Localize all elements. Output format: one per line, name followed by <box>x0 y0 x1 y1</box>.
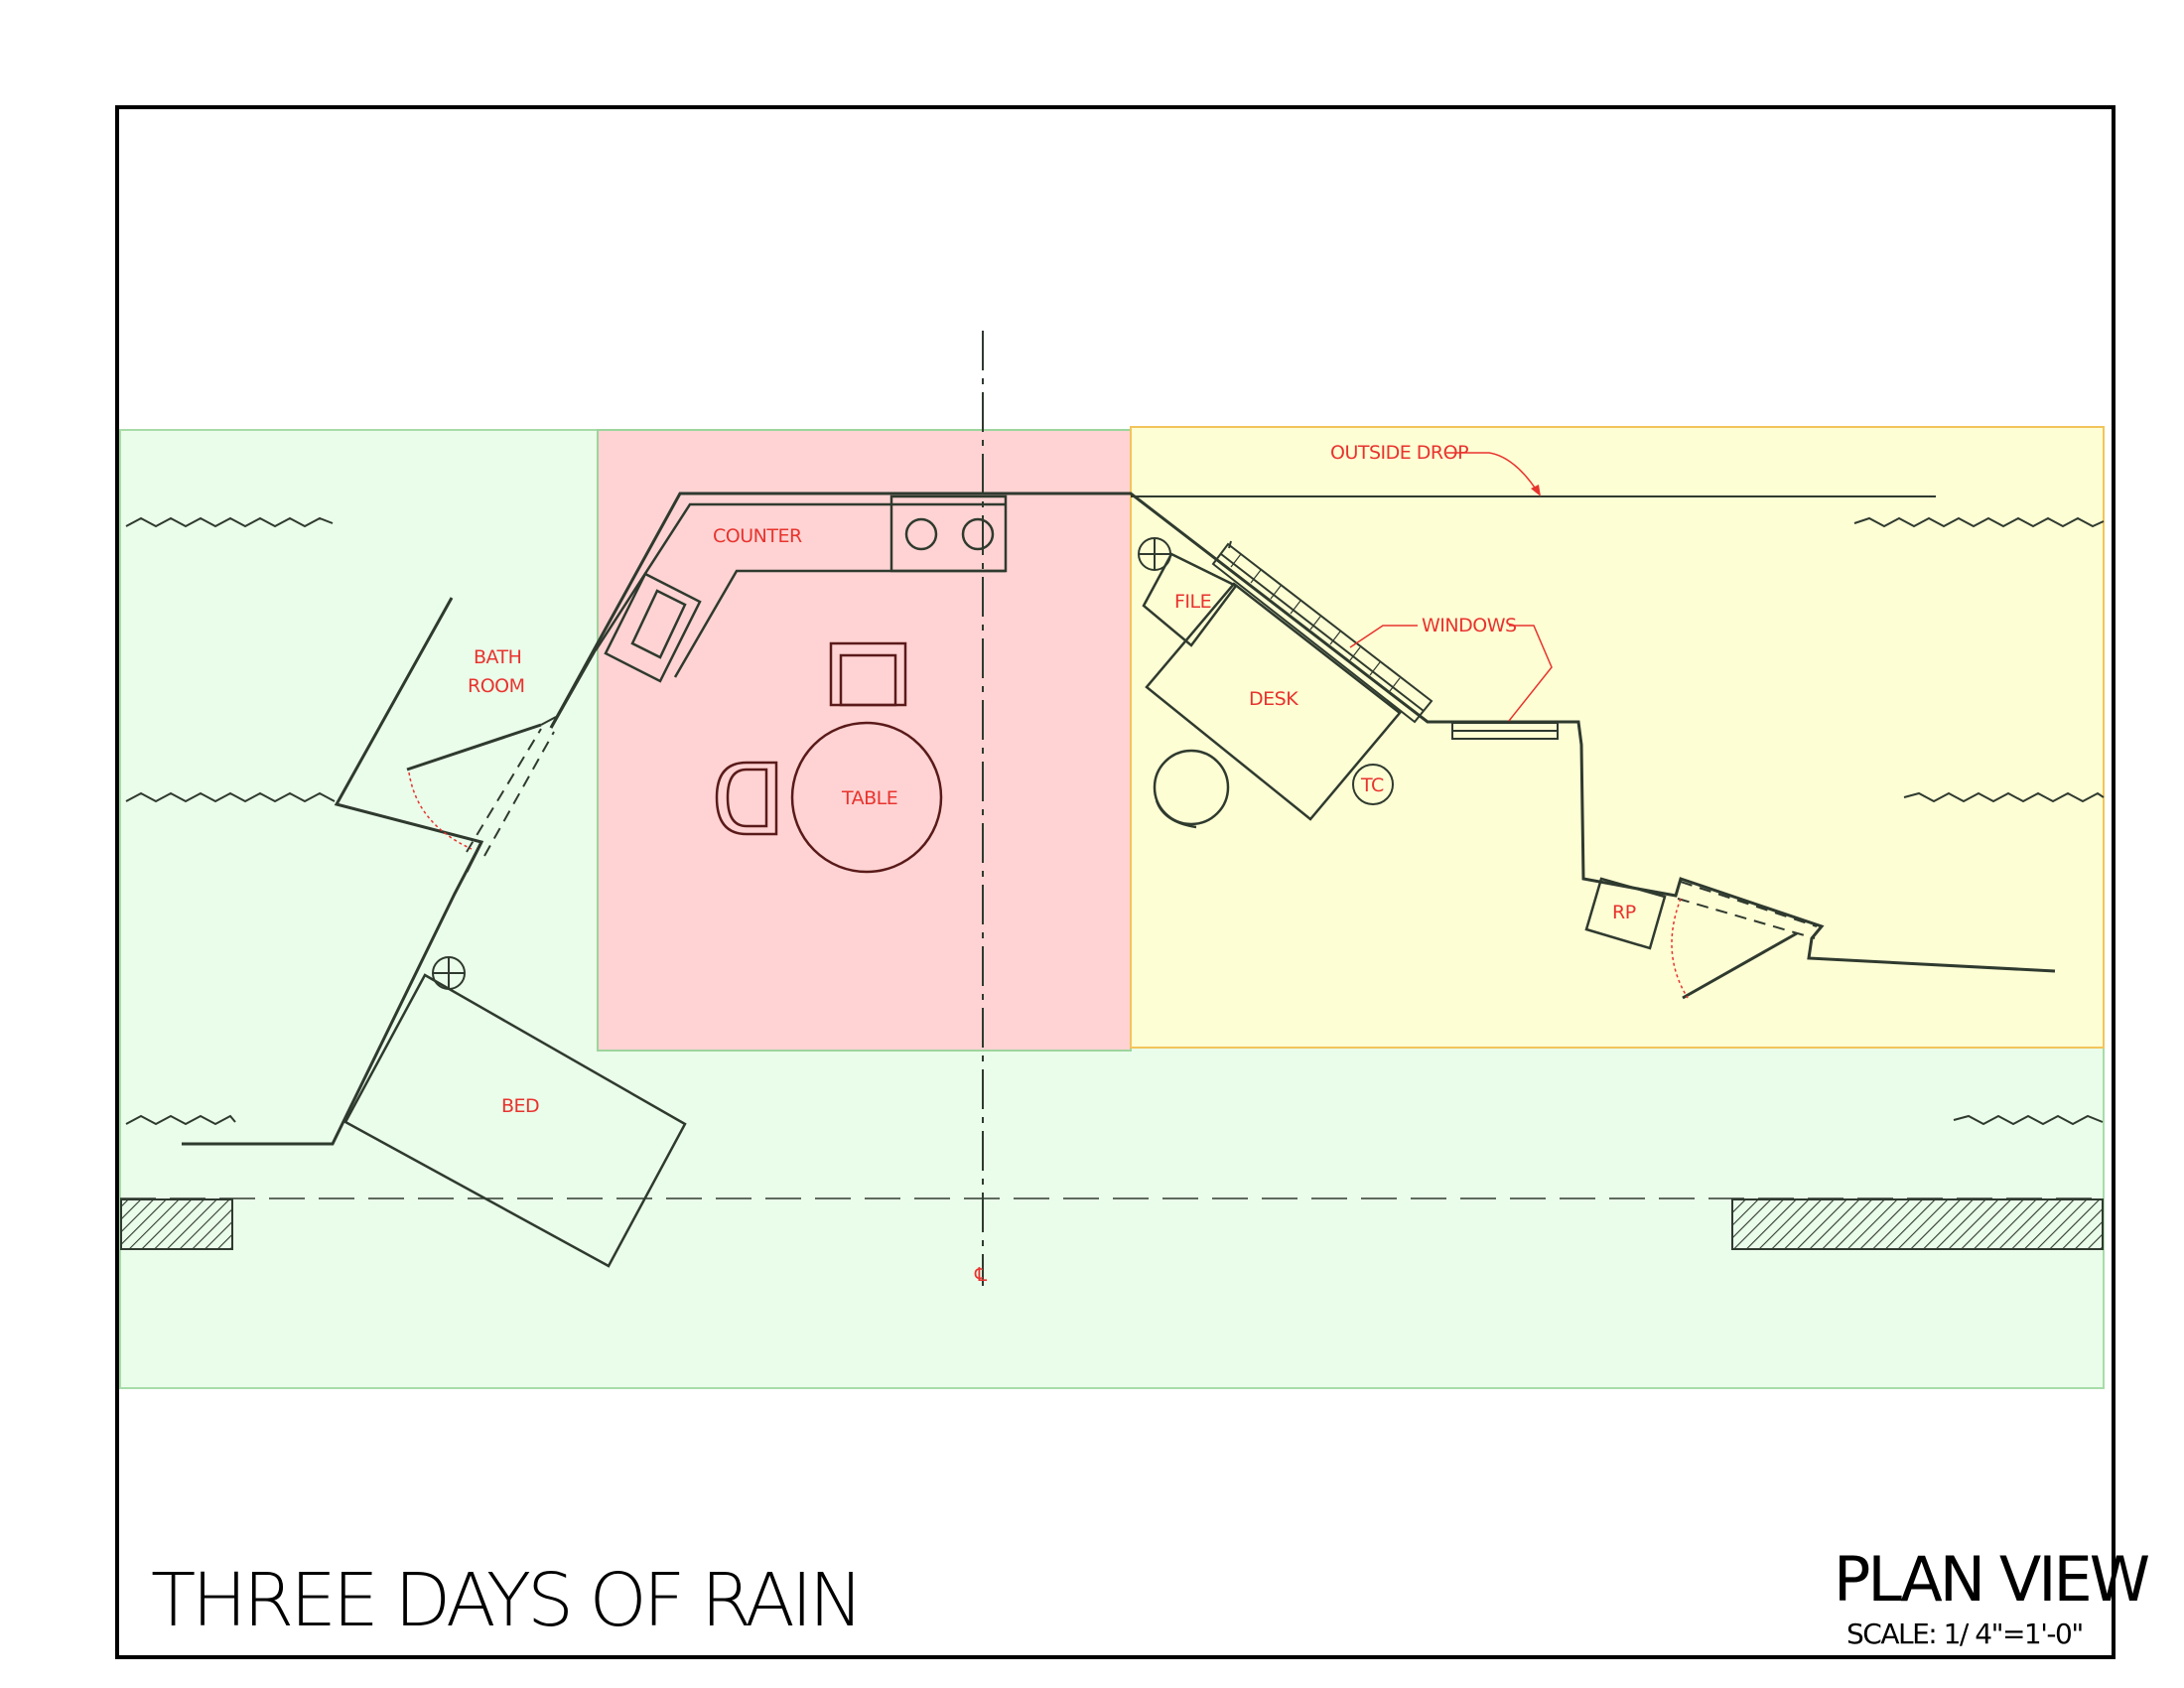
tc-label: TC <box>1360 774 1384 796</box>
windows-leader-1 <box>1349 625 1418 648</box>
fixture-symbol-left <box>432 956 466 990</box>
drawing-border <box>115 105 2116 1659</box>
bath-door-swing-arc <box>408 772 473 850</box>
outside-drop-label: OUTSIDE DROP <box>1330 442 1468 464</box>
table <box>790 721 943 874</box>
side-chair <box>715 761 778 836</box>
flat-window <box>1451 722 1559 740</box>
tc-circle <box>1352 764 1394 805</box>
windows-leader-2 <box>1508 625 1553 722</box>
hatched-block-right <box>1731 1198 2104 1250</box>
counter <box>594 494 1008 683</box>
bed-label: BED <box>501 1095 539 1117</box>
desk-label: DESK <box>1249 688 1298 710</box>
centerline-symbol: ℄ <box>974 1264 988 1286</box>
bathroom-label-line2: ROOM <box>468 675 525 697</box>
outside-drop-leader <box>1446 452 1538 492</box>
counter-label: COUNTER <box>713 525 802 547</box>
yellow-zone-right <box>1130 426 2105 1049</box>
outside-drop-arrow <box>1531 485 1541 496</box>
windows-label: WINDOWS <box>1422 615 1517 636</box>
view-name: PLAN VIEW <box>1834 1543 2149 1616</box>
drawing-title: THREE DAYS OF RAIN <box>151 1558 860 1643</box>
hatched-block-left <box>120 1198 233 1250</box>
desk <box>1145 582 1402 821</box>
desk-chair <box>1153 749 1230 829</box>
file-cabinet <box>1142 552 1238 647</box>
bathroom-label-line1: BATH <box>474 646 521 668</box>
zigzag-masking-lines <box>125 516 2105 1126</box>
armchair <box>829 641 907 707</box>
rp-box <box>1584 877 1667 950</box>
view-scale: SCALE: 1/ 4"=1'-0" <box>1846 1618 2083 1650</box>
angled-windows <box>1211 540 1433 724</box>
rp-label: RP <box>1612 902 1636 923</box>
bed <box>343 973 687 1268</box>
file-label: FILE <box>1174 591 1211 613</box>
right-door-swing-arc <box>1671 898 1689 999</box>
red-zone-center <box>597 429 1132 1052</box>
walls <box>182 492 2056 1146</box>
table-label: TABLE <box>841 787 897 809</box>
window-hatching <box>1230 553 1401 692</box>
